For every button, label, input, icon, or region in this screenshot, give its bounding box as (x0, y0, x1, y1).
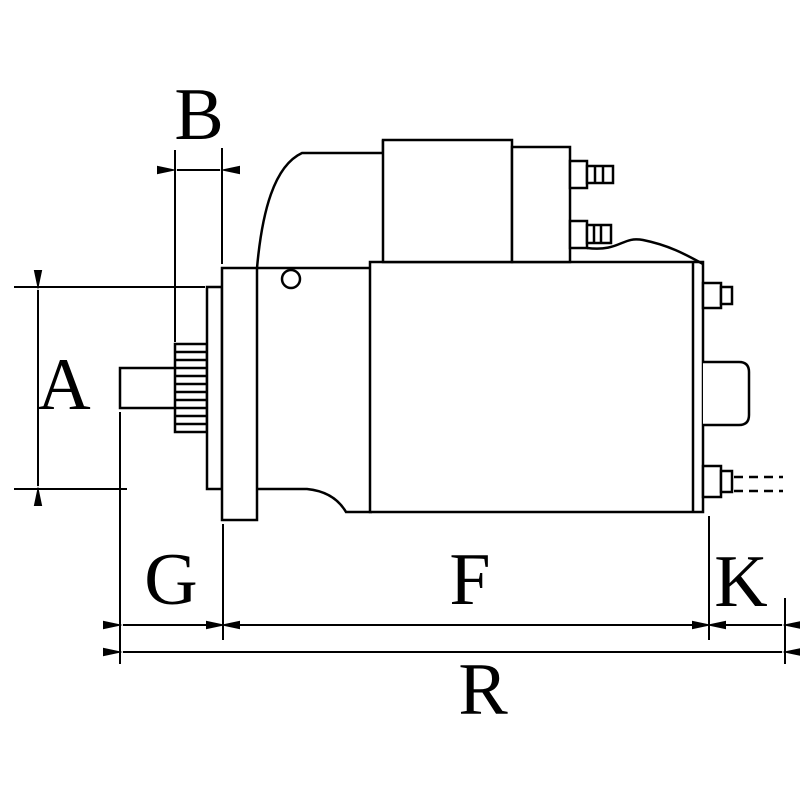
rear-bearing-boss (703, 360, 751, 427)
dimension-label-f: F (449, 539, 490, 621)
rear-terminal-lower (701, 464, 734, 499)
drive-housing-profile (255, 140, 385, 269)
gear-spline-lines (175, 350, 207, 426)
solenoid-body (381, 138, 514, 264)
dimension-r: R (103, 647, 800, 731)
flange-hole (280, 268, 302, 290)
dimension-label-r: R (458, 649, 508, 731)
dimension-label-b: B (174, 74, 223, 156)
housing-bottom-profile (257, 487, 372, 514)
dimension-b: B (157, 74, 240, 342)
dimension-a: A (14, 270, 205, 506)
motor-body (368, 260, 705, 514)
drive-shaft (118, 366, 176, 410)
dimension-k: K (692, 541, 800, 630)
dimension-label-k: K (714, 541, 767, 623)
solenoid-terminal-lower (568, 219, 613, 250)
dimension-label-g: G (144, 539, 197, 621)
dimension-f: F (206, 539, 726, 630)
solenoid-bracket (586, 238, 704, 266)
solenoid-terminal-upper (568, 159, 615, 190)
through-bolt-hidden-lines (734, 475, 783, 493)
rear-terminal-upper (701, 281, 734, 310)
solenoid-cap (510, 145, 572, 264)
mounting-flange (220, 266, 259, 522)
motor-outline (118, 138, 783, 522)
pinion-gear (173, 342, 209, 434)
dimension-label-a: A (37, 344, 90, 426)
front-bearing-boss (205, 285, 224, 491)
dimension-g: G (103, 539, 240, 630)
